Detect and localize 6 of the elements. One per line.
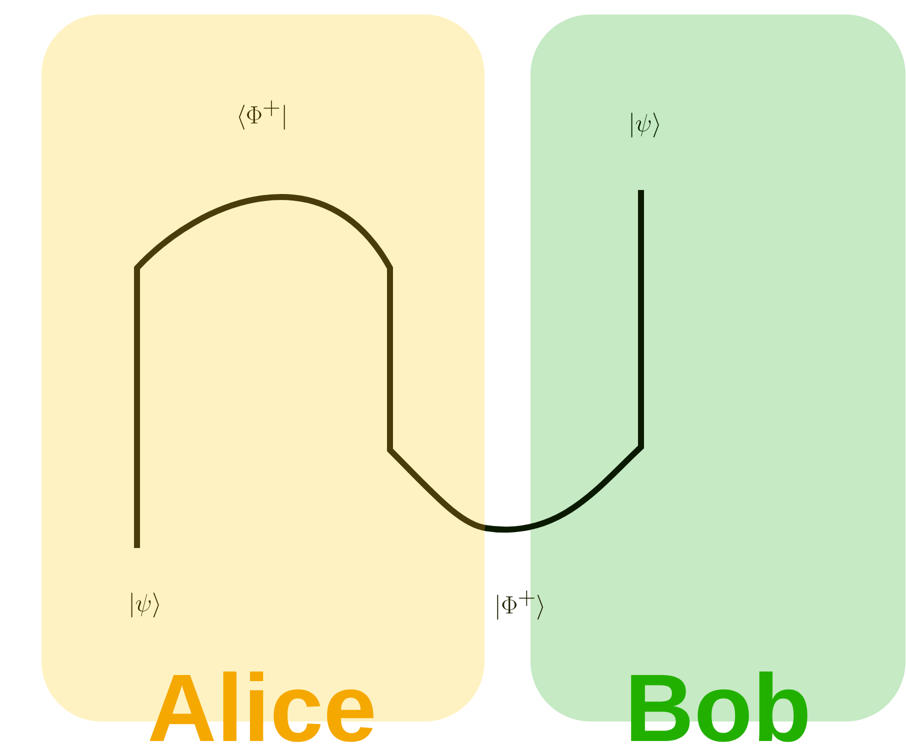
state-label: $|\psi\rangle$ bbox=[631, 112, 659, 138]
state-label: $|\Phi^{+}\rangle$ bbox=[497, 590, 544, 620]
region-label: Alice bbox=[150, 671, 374, 742]
state-label: $|\psi\rangle$ bbox=[131, 592, 159, 618]
state-label: $\langle\Phi^{+}|$ bbox=[238, 100, 285, 130]
region-label: Bob bbox=[631, 671, 808, 742]
